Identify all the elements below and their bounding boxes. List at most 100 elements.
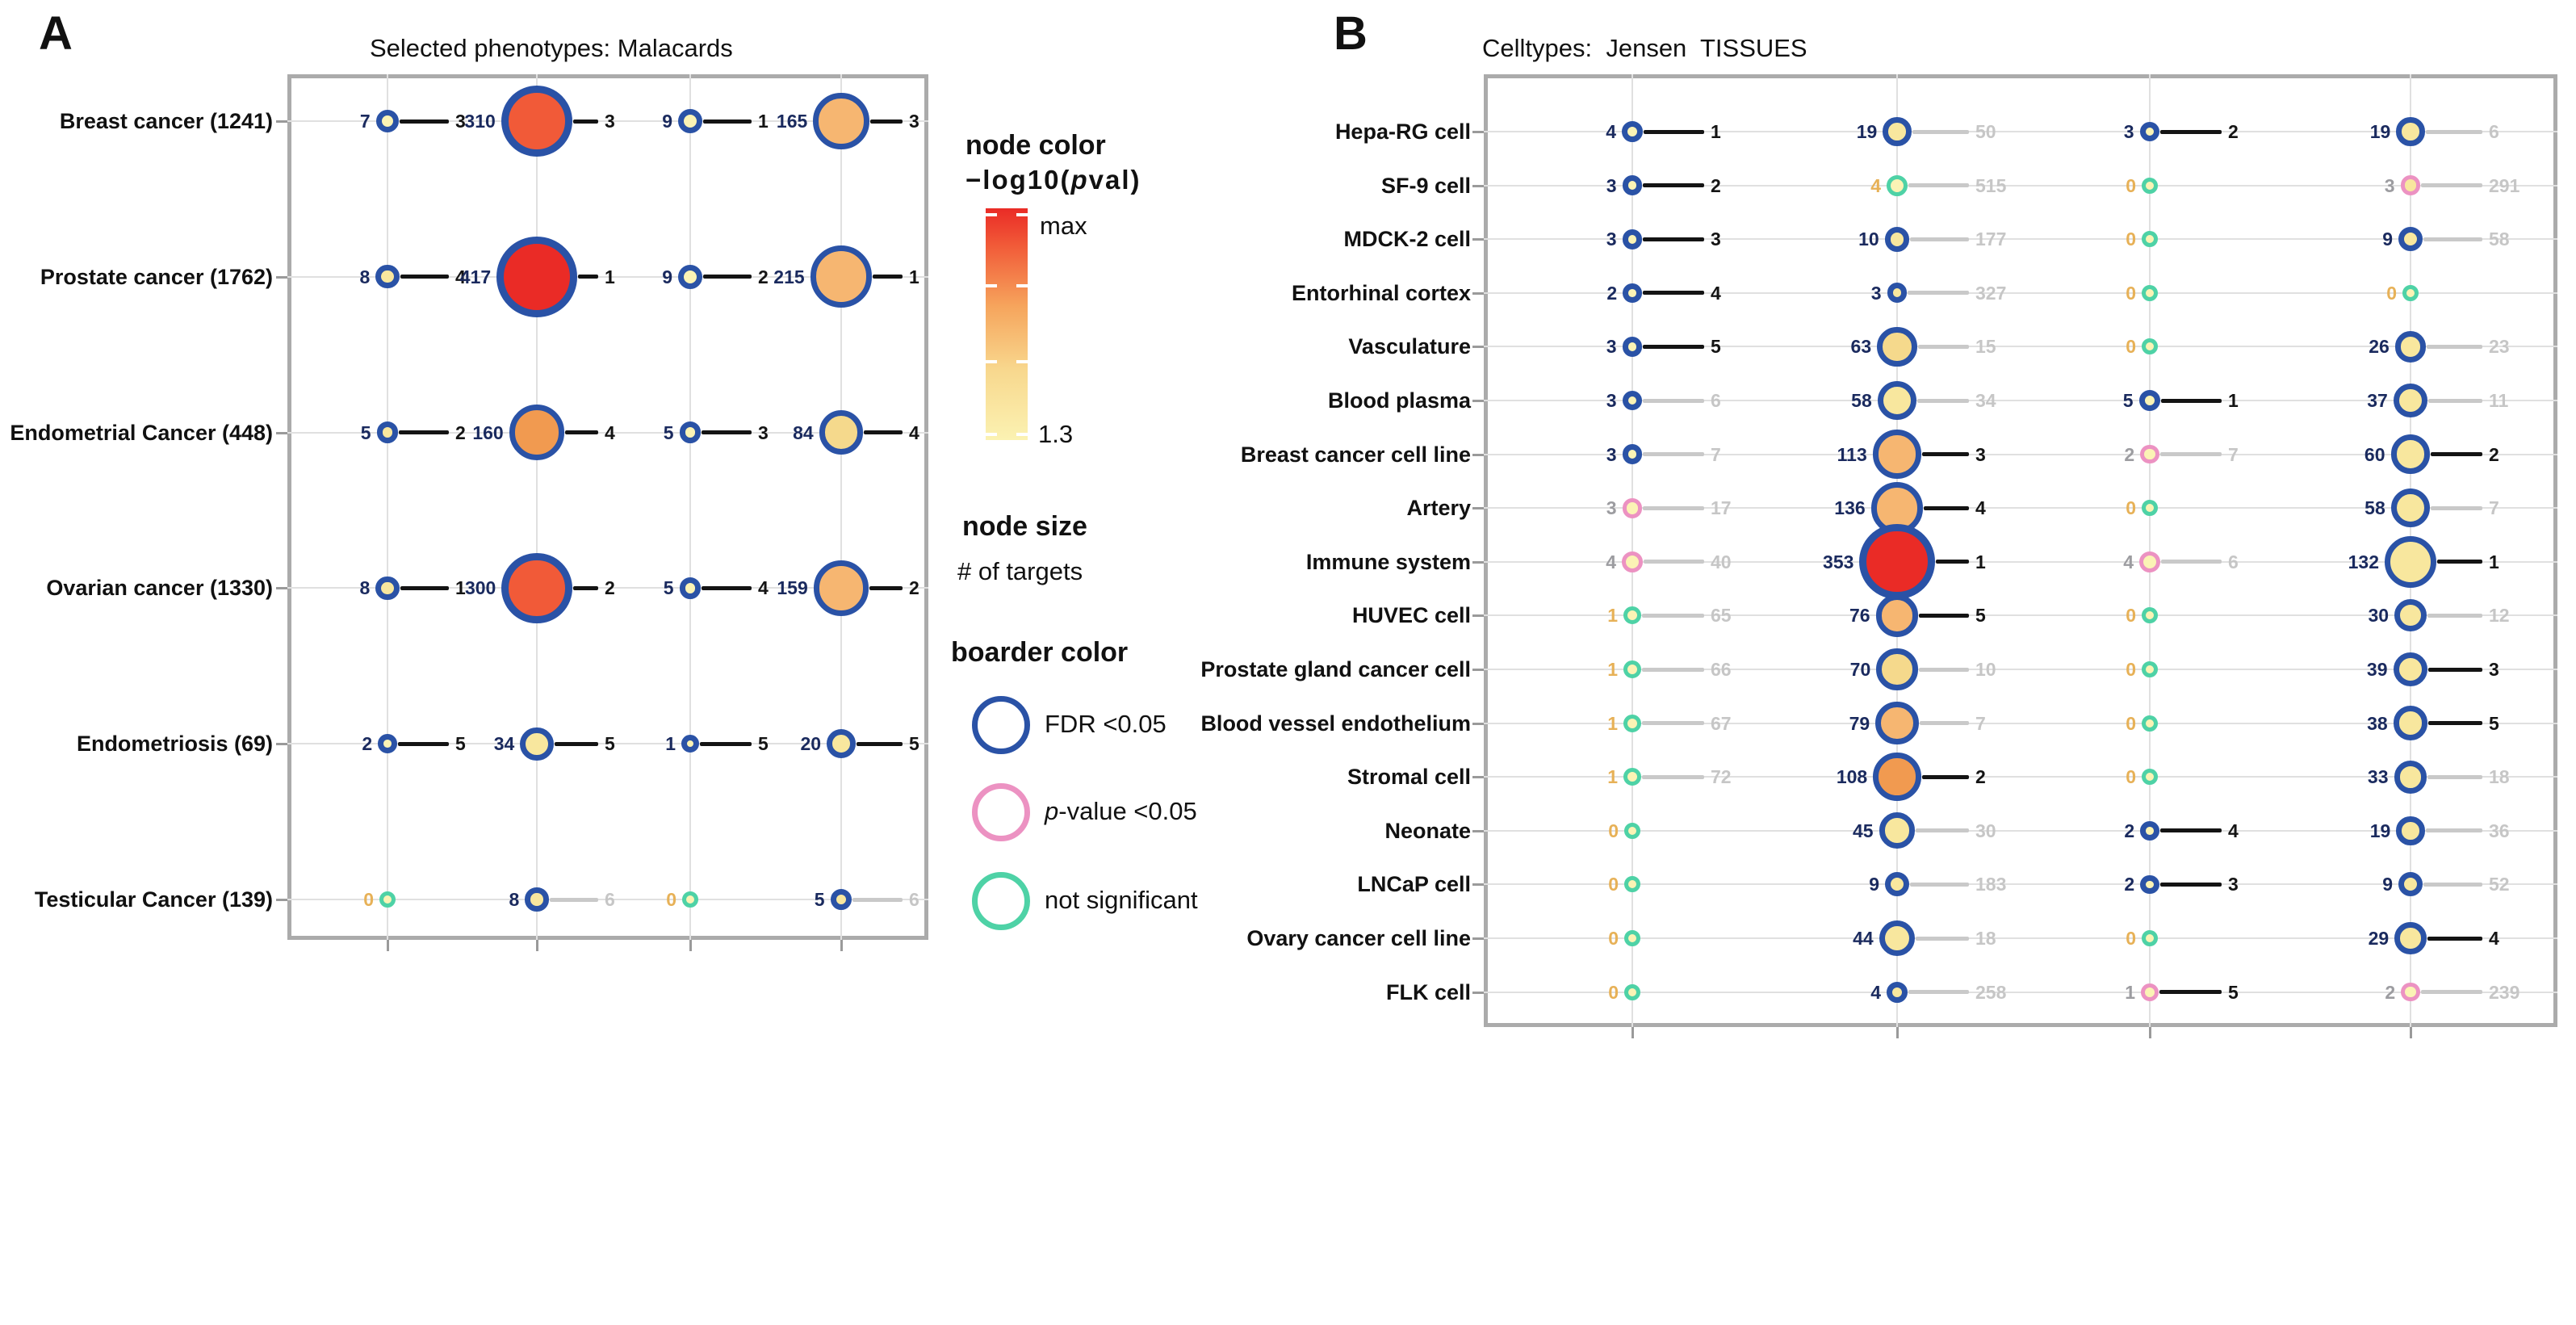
target-count: 39: [2366, 659, 2388, 680]
link-number: 3: [909, 111, 919, 132]
link-number: 72: [1711, 766, 1732, 788]
data-node: [1623, 283, 1642, 303]
data-node: [1877, 326, 1917, 367]
data-node: [375, 265, 400, 289]
x-axis-tick: [2410, 1027, 2412, 1038]
gridline-horizontal: [1484, 453, 2557, 455]
target-count: 353: [1823, 551, 1854, 572]
row-label: Stromal cell: [1347, 765, 1471, 790]
link-number: 3: [1711, 229, 1721, 250]
y-axis-tick: [1472, 669, 1484, 671]
gridline-horizontal: [1484, 614, 2557, 617]
link-number: 23: [2489, 336, 2510, 358]
data-node: [2393, 652, 2428, 687]
row-label: Breast cancer (1241): [59, 109, 273, 133]
target-count: 2: [2124, 874, 2135, 895]
data-node: [525, 887, 549, 912]
link-line: [1912, 129, 1969, 134]
row-label: Artery: [1406, 496, 1471, 521]
target-count: 60: [2364, 443, 2385, 465]
link-number: 1: [1711, 121, 1721, 142]
x-axis-tick: [1631, 1027, 1634, 1038]
target-count: 0: [1608, 928, 1619, 949]
y-axis-tick: [276, 275, 287, 279]
gridline-horizontal: [287, 120, 928, 122]
link-number: 4: [758, 577, 769, 599]
gridline-horizontal: [1484, 346, 2557, 348]
target-count: 160: [472, 421, 504, 443]
data-node: [1622, 336, 1643, 357]
data-node: [2142, 338, 2158, 355]
gridline-horizontal: [1484, 991, 2557, 993]
target-count: 29: [2368, 928, 2390, 949]
data-node: [501, 85, 573, 157]
target-count: 63: [1850, 336, 1872, 358]
link-line: [864, 430, 903, 435]
y-axis-tick: [1472, 507, 1484, 510]
data-node: [1887, 283, 1908, 304]
target-count: 4: [1606, 121, 1616, 142]
row-label: Immune system: [1305, 549, 1471, 574]
link-number: 5: [605, 733, 615, 755]
target-count: 2: [2385, 981, 2396, 1003]
data-node: [496, 236, 577, 317]
colorbar-tick: [1016, 284, 1028, 287]
link-number: 7: [2228, 443, 2239, 465]
link-line: [1922, 452, 1969, 457]
target-count: 5: [663, 577, 674, 599]
target-count: 37: [2367, 390, 2388, 411]
data-node: [1884, 226, 1910, 252]
target-count: 1: [2125, 981, 2135, 1003]
data-node: [2140, 874, 2159, 895]
row-label: Neonate: [1384, 818, 1471, 843]
link-number: 17: [1711, 497, 1732, 519]
y-axis-tick: [1472, 722, 1484, 725]
gridline-horizontal: [1484, 829, 2557, 832]
target-count: 0: [2126, 336, 2136, 358]
link-number: 15: [1975, 336, 1996, 358]
row-label: Testicular Cancer (139): [34, 887, 273, 912]
row-label: Hepa-RG cell: [1334, 120, 1471, 144]
link-line: [869, 119, 903, 124]
link-number: 239: [2489, 981, 2520, 1003]
link-number: 7: [2489, 497, 2499, 519]
data-node: [2402, 284, 2419, 301]
data-node: [1623, 660, 1641, 678]
target-count: 0: [2126, 605, 2136, 627]
target-count: 1: [1607, 659, 1618, 680]
link-number: 515: [1975, 174, 2007, 196]
link-number: 4: [2228, 820, 2239, 841]
row-label: Prostate gland cancer cell: [1200, 657, 1471, 681]
link-line: [565, 430, 598, 435]
link-line: [2436, 560, 2482, 564]
link-number: 30: [1975, 820, 1996, 841]
data-node: [2393, 383, 2428, 418]
target-count: 9: [662, 111, 672, 132]
link-line: [869, 585, 903, 590]
data-node: [501, 552, 572, 624]
target-count: 34: [493, 733, 515, 755]
link-line: [1642, 774, 1704, 779]
gridline-horizontal: [287, 431, 928, 434]
link-number: 11: [2489, 390, 2509, 411]
link-line: [1643, 505, 1704, 510]
panel-a-letter: A: [39, 7, 73, 60]
target-count: 84: [793, 421, 814, 443]
gridline-vertical: [2149, 74, 2151, 1027]
link-line: [2159, 990, 2222, 995]
data-node: [2396, 816, 2425, 845]
link-number: 4: [1975, 497, 1986, 519]
link-line: [2161, 560, 2222, 564]
y-axis-tick: [1472, 184, 1484, 187]
y-axis-tick: [1472, 453, 1484, 456]
data-node: [1875, 701, 1919, 745]
link-line: [1644, 129, 1704, 134]
legend-node-size-subtitle: # of targets: [957, 557, 1083, 585]
target-count: 58: [2364, 497, 2385, 519]
data-node: [1887, 981, 1908, 1003]
target-count: 3: [1870, 282, 1882, 304]
target-count: 0: [2126, 282, 2136, 304]
target-count: 19: [2369, 820, 2391, 841]
data-node: [682, 891, 698, 908]
link-line: [554, 741, 598, 746]
